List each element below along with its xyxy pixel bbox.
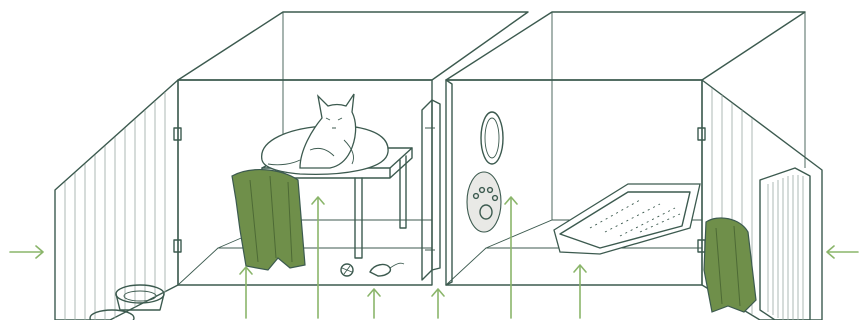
food-bowls	[90, 285, 164, 320]
toys	[341, 263, 404, 276]
left-compartment-frame	[178, 80, 432, 285]
arrow-icon	[368, 289, 380, 318]
left-blanket	[232, 170, 305, 270]
left-barred-door	[55, 80, 181, 320]
litter-box	[554, 184, 700, 254]
arrow-icon	[240, 267, 252, 318]
arrow-icon	[432, 289, 444, 318]
divider-panel	[422, 100, 440, 280]
arrow-icon	[574, 265, 586, 318]
paw-print-icon	[467, 172, 501, 232]
right-compartment-top	[446, 12, 805, 80]
porthole-window	[481, 112, 503, 164]
cat-on-cushion	[262, 94, 388, 174]
left-compartment-top	[178, 12, 528, 80]
left-compartment-floor	[178, 248, 432, 285]
right-blanket	[704, 218, 756, 312]
scratching-post	[760, 168, 810, 320]
arrow-icon	[10, 246, 43, 258]
arrow-icon	[827, 246, 858, 258]
right-compartment-floor	[446, 248, 702, 285]
arrow-icon	[312, 197, 324, 318]
arrow-icon	[505, 197, 517, 318]
